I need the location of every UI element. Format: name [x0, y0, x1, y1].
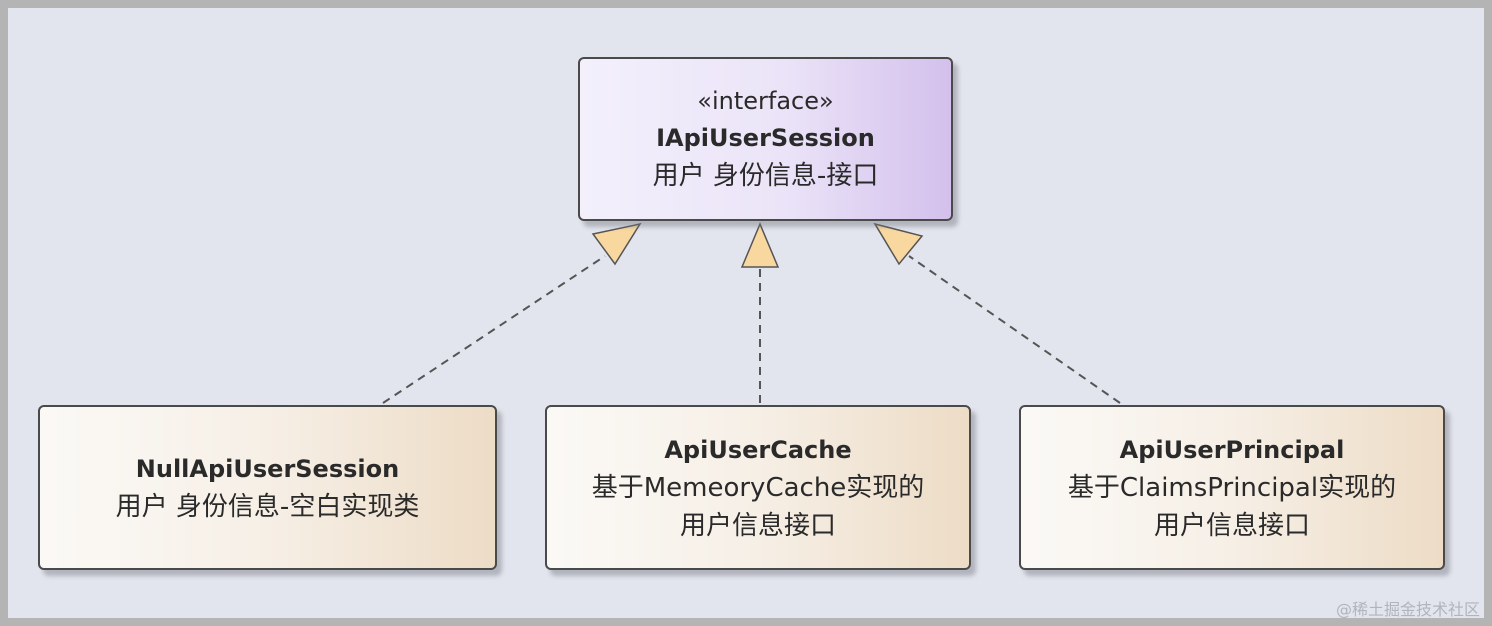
interface-stereotype: «interface» — [697, 87, 834, 115]
realization-arrowhead — [740, 222, 780, 268]
interface-name: IApiUserSession — [656, 124, 875, 152]
class-box-apiusercache[interactable]: ApiUserCache 基于MemeoryCache实现的 用户信息接口 — [545, 405, 971, 570]
class-name: NullApiUserSession — [135, 454, 400, 483]
class-name: ApiUserCache — [664, 435, 852, 464]
class-description: 基于MemeoryCache实现的 用户信息接口 — [591, 472, 925, 541]
class-box-apiuserprincipal[interactable]: ApiUserPrincipal 基于ClaimsPrincipal实现的 用户… — [1019, 405, 1445, 570]
edge-null-api-user-session — [382, 222, 642, 404]
realization-arrowhead — [873, 222, 924, 266]
class-description: 基于ClaimsPrincipal实现的 用户信息接口 — [1067, 472, 1397, 541]
class-description: 用户 身份信息-空白实现类 — [115, 491, 420, 522]
watermark: @稀土掘金技术社区 — [1335, 600, 1480, 619]
class-box-nullapiusersession[interactable]: NullApiUserSession 用户 身份信息-空白实现类 — [38, 405, 497, 570]
class-name: ApiUserPrincipal — [1119, 435, 1345, 464]
interface-description: 用户 身份信息-接口 — [652, 161, 879, 191]
interface-box-iapiusersession[interactable]: «interface» IApiUserSession 用户 身份信息-接口 — [578, 57, 953, 221]
edge-api-user-principal — [873, 222, 1121, 404]
realization-arrowhead — [591, 222, 642, 266]
edge-api-user-cache — [740, 222, 780, 403]
